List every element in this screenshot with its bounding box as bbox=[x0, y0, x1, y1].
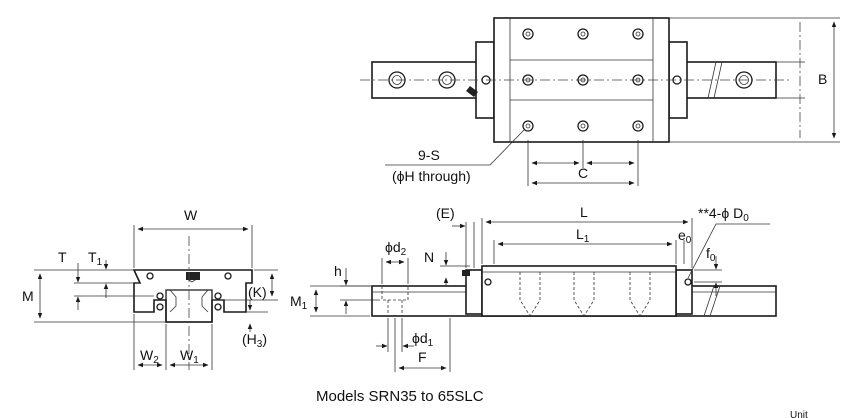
grease-nipple-icon bbox=[462, 270, 470, 276]
dim-t1-label: T1 bbox=[88, 249, 103, 268]
d0-leader-line bbox=[687, 223, 770, 279]
dim-k-label: (K) bbox=[248, 284, 267, 300]
dim-c-label: C bbox=[578, 165, 588, 181]
dim-d0-label: **4-ϕ D0 bbox=[698, 205, 749, 224]
dim-h-label: h bbox=[334, 263, 342, 279]
dim-w2-label: W2 bbox=[140, 347, 159, 366]
bolt-leader-line bbox=[385, 129, 525, 166]
dim-w-label: W bbox=[184, 207, 198, 223]
grease-nipple-icon bbox=[466, 86, 478, 97]
corner-text: Unit bbox=[790, 410, 808, 418]
dim-d1-label: ϕd1 bbox=[412, 330, 434, 349]
dim-l1-label: L1 bbox=[576, 226, 590, 245]
side-view: L L1 (E) e0 **4-ϕ D0 f0 N ϕd2 bbox=[290, 204, 777, 372]
front-view: W M T T1 (K) (H3) W2 W1 bbox=[22, 207, 278, 370]
dim-f0-label: f0 bbox=[706, 245, 716, 264]
dim-e0-label: e0 bbox=[678, 227, 692, 246]
dim-l-label: L bbox=[580, 204, 588, 220]
dim-b-label: B bbox=[818, 71, 827, 87]
dim-m1-label: M1 bbox=[290, 293, 308, 312]
top-view: B C 9-S (ϕH through) bbox=[360, 17, 840, 186]
bolt-callout: 9-S bbox=[418, 147, 440, 163]
ball bbox=[214, 292, 222, 300]
dim-m-label: M bbox=[22, 288, 34, 304]
dim-h3-label: (H3) bbox=[242, 331, 267, 350]
ball bbox=[156, 292, 164, 300]
dim-e-label: (E) bbox=[436, 205, 455, 221]
ball bbox=[156, 303, 164, 311]
dim-n-label: N bbox=[424, 249, 434, 265]
bolt-note: (ϕH through) bbox=[392, 168, 471, 184]
dim-t-label: T bbox=[58, 249, 67, 265]
grease-nipple-icon bbox=[186, 272, 200, 280]
dim-d2-label: ϕd2 bbox=[385, 239, 407, 258]
figure-caption: Models SRN35 to 65SLC bbox=[316, 388, 484, 405]
ball bbox=[214, 303, 222, 311]
block-mounting-holes bbox=[522, 28, 644, 132]
rail-break-mark bbox=[703, 285, 721, 317]
dim-w1-label: W1 bbox=[180, 347, 199, 366]
dim-f-label: F bbox=[418, 349, 427, 365]
